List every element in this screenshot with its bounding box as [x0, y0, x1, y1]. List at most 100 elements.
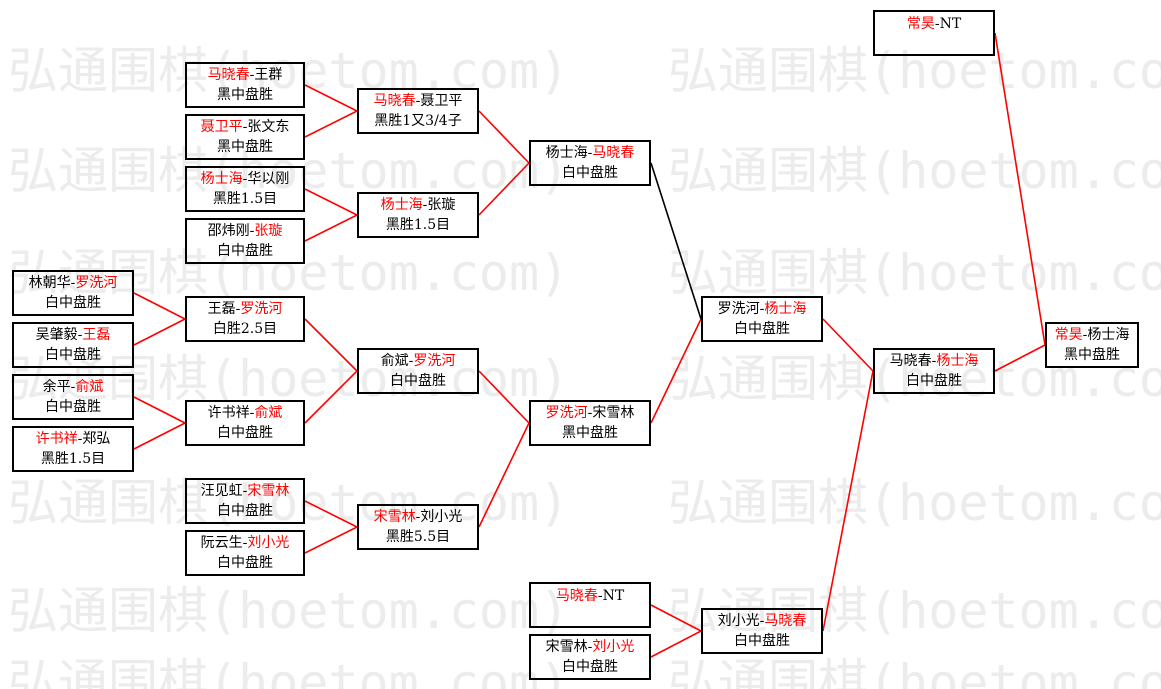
- player-b: 俞斌: [254, 405, 283, 421]
- match-box-m7: 余平-俞斌白中盘胜: [12, 374, 134, 420]
- connector-m15-m18: [478, 370, 530, 424]
- connector-m7-m14: [133, 396, 186, 424]
- player-a: 俞斌: [380, 353, 409, 369]
- match-box-m5: 林朝华-罗洗河白中盘胜: [12, 270, 134, 316]
- versus-dash: -: [931, 353, 937, 369]
- player-a: 阮云生: [200, 535, 243, 551]
- match-box-m12: 杨士海-张璇黑胜1.5目: [357, 192, 479, 238]
- player-b: 刘小光: [247, 535, 290, 551]
- versus-dash: -: [70, 379, 76, 395]
- match-players: 马晓春-聂卫平: [359, 91, 477, 111]
- player-a: 吴肇毅: [35, 327, 78, 343]
- match-result: 白中盘胜: [390, 373, 446, 389]
- match-box-m14: 许书祥-俞斌白中盘胜: [185, 400, 305, 446]
- player-b: 俞斌: [75, 379, 104, 395]
- player-a: 罗洗河: [717, 301, 760, 317]
- player-b: 华以刚: [247, 171, 290, 187]
- player-a: 许书祥: [207, 405, 250, 421]
- player-a: 常昊: [1054, 327, 1083, 343]
- match-result: 白胜2.5目: [212, 321, 278, 337]
- match-box-m22: 刘小光-马晓春白中盘胜: [701, 608, 823, 654]
- versus-dash: -: [587, 145, 593, 161]
- connector-m2-m11: [304, 110, 358, 138]
- player-b: 罗洗河: [75, 275, 118, 291]
- connector-m6-m13: [133, 318, 186, 346]
- match-box-m23: 马晓春-杨士海白中盘胜: [873, 348, 995, 394]
- player-a: 马晓春: [207, 67, 250, 83]
- match-players: 许书祥-俞斌: [187, 403, 303, 423]
- player-b: NT: [602, 588, 625, 604]
- versus-dash: -: [249, 67, 255, 83]
- match-box-m6: 吴肇毅-王磊白中盘胜: [12, 322, 134, 368]
- match-result: 黑胜1又3/4子: [374, 113, 462, 129]
- player-b: 罗洗河: [240, 301, 283, 317]
- player-a: 杨士海: [545, 145, 588, 161]
- match-box-m3: 杨士海-华以刚黑胜1.5目: [185, 166, 305, 212]
- match-players: 罗洗河-杨士海: [703, 299, 821, 319]
- match-box-m17: 杨士海-马晓春白中盘胜: [529, 140, 651, 186]
- versus-dash: -: [242, 119, 248, 135]
- match-box-m15: 俞斌-罗洗河白中盘胜: [357, 348, 479, 394]
- player-b: 杨士海: [764, 301, 807, 317]
- match-result: 白中盘胜: [217, 425, 273, 441]
- versus-dash: -: [422, 197, 428, 213]
- connector-m4-m12: [304, 214, 358, 242]
- match-players: 聂卫平-张文东: [187, 117, 303, 137]
- connector-m5-m13: [133, 292, 186, 320]
- connector-m23-m25: [994, 344, 1046, 372]
- versus-dash: -: [415, 509, 421, 525]
- versus-dash: -: [759, 301, 765, 317]
- match-result: 白中盘胜: [45, 347, 101, 363]
- match-box-m25: 常昊-杨士海黑中盘胜: [1045, 322, 1139, 368]
- player-a: 聂卫平: [200, 119, 243, 135]
- match-result: 白中盘胜: [217, 503, 273, 519]
- connector-m17-m19: [650, 162, 702, 320]
- player-a: 杨士海: [200, 171, 243, 187]
- connector-m9-m16: [304, 500, 358, 528]
- match-result: 黑中盘胜: [1064, 347, 1120, 363]
- player-b: 马晓春: [592, 145, 635, 161]
- connector-m22-m23: [822, 370, 874, 632]
- connector-m21-m22: [650, 630, 702, 658]
- match-result: 白中盘胜: [562, 659, 618, 675]
- match-result: 白中盘胜: [734, 633, 790, 649]
- player-b: 张璇: [427, 197, 456, 213]
- player-b: 杨士海: [936, 353, 979, 369]
- versus-dash: -: [249, 405, 255, 421]
- connector-m8-m14: [133, 422, 186, 450]
- versus-dash: -: [1082, 327, 1088, 343]
- connector-m10-m16: [304, 526, 358, 554]
- match-result: 黑胜1.5目: [385, 217, 451, 233]
- match-result: 白中盘胜: [562, 165, 618, 181]
- match-result: 白中盘胜: [45, 399, 101, 415]
- player-a: 刘小光: [717, 613, 760, 629]
- player-b: 宋雪林: [592, 405, 635, 421]
- match-players: 杨士海-张璇: [359, 195, 477, 215]
- match-players: 林朝华-罗洗河: [14, 273, 132, 293]
- match-players: 马晓春-杨士海: [875, 351, 993, 371]
- match-players: 阮云生-刘小光: [187, 533, 303, 553]
- match-box-m19: 罗洗河-杨士海白中盘胜: [701, 296, 823, 342]
- versus-dash: -: [242, 171, 248, 187]
- match-result: 白中盘胜: [734, 321, 790, 337]
- match-box-m8: 许书祥-郑弘黑胜1.5目: [12, 426, 134, 472]
- player-a: 宋雪林: [545, 639, 588, 655]
- match-box-m9: 汪见虹-宋雪林白中盘胜: [185, 478, 305, 524]
- versus-dash: -: [249, 223, 255, 239]
- match-result: 黑中盘胜: [217, 139, 273, 155]
- match-box-m13: 王磊-罗洗河白胜2.5目: [185, 296, 305, 342]
- match-players: 马晓春-NT: [531, 586, 649, 606]
- versus-dash: -: [934, 16, 940, 32]
- connector-m13-m15: [304, 318, 358, 372]
- versus-dash: -: [587, 639, 593, 655]
- player-a: 林朝华: [28, 275, 71, 291]
- player-b: 聂卫平: [420, 93, 463, 109]
- match-box-m21: 宋雪林-刘小光白中盘胜: [529, 634, 651, 680]
- versus-dash: -: [759, 613, 765, 629]
- match-box-m24: 常昊-NT: [873, 10, 995, 56]
- player-b: 杨士海: [1087, 327, 1130, 343]
- player-b: NT: [939, 16, 962, 32]
- match-players: 俞斌-罗洗河: [359, 351, 477, 371]
- match-result: 白中盘胜: [217, 243, 273, 259]
- versus-dash: -: [235, 301, 241, 317]
